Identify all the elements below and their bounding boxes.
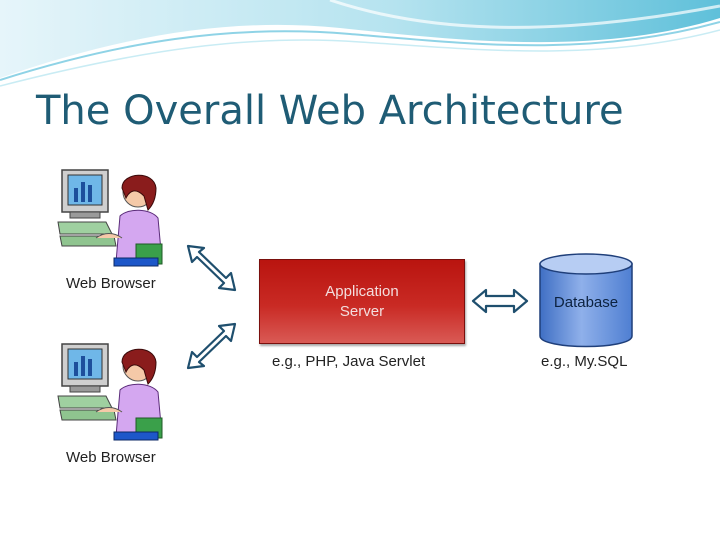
user-at-computer-icon bbox=[57, 169, 163, 267]
web-browser-label-2: Web Browser bbox=[66, 449, 156, 466]
application-server-label-line2: Server bbox=[339, 303, 385, 320]
double-arrow-icon bbox=[186, 322, 237, 370]
user-at-computer-icon bbox=[57, 343, 163, 441]
server-example-label: e.g., PHP, Java Servlet bbox=[272, 353, 426, 370]
application-server-box: Application Server bbox=[259, 259, 465, 344]
application-server-label-line1: Application bbox=[325, 283, 399, 300]
header-wave-decoration bbox=[0, 0, 720, 87]
web-browser-label-1: Web Browser bbox=[66, 275, 156, 292]
database-cylinder-icon bbox=[539, 253, 633, 348]
horizontal-double-arrow-icon bbox=[471, 288, 529, 314]
database-label: Database bbox=[553, 294, 619, 311]
slide-title: The Overall Web Architecture bbox=[36, 88, 624, 134]
application-server-label: Application Server bbox=[260, 282, 464, 322]
double-arrow-icon bbox=[186, 244, 237, 292]
database-example-label: e.g., My.SQL bbox=[541, 353, 628, 370]
